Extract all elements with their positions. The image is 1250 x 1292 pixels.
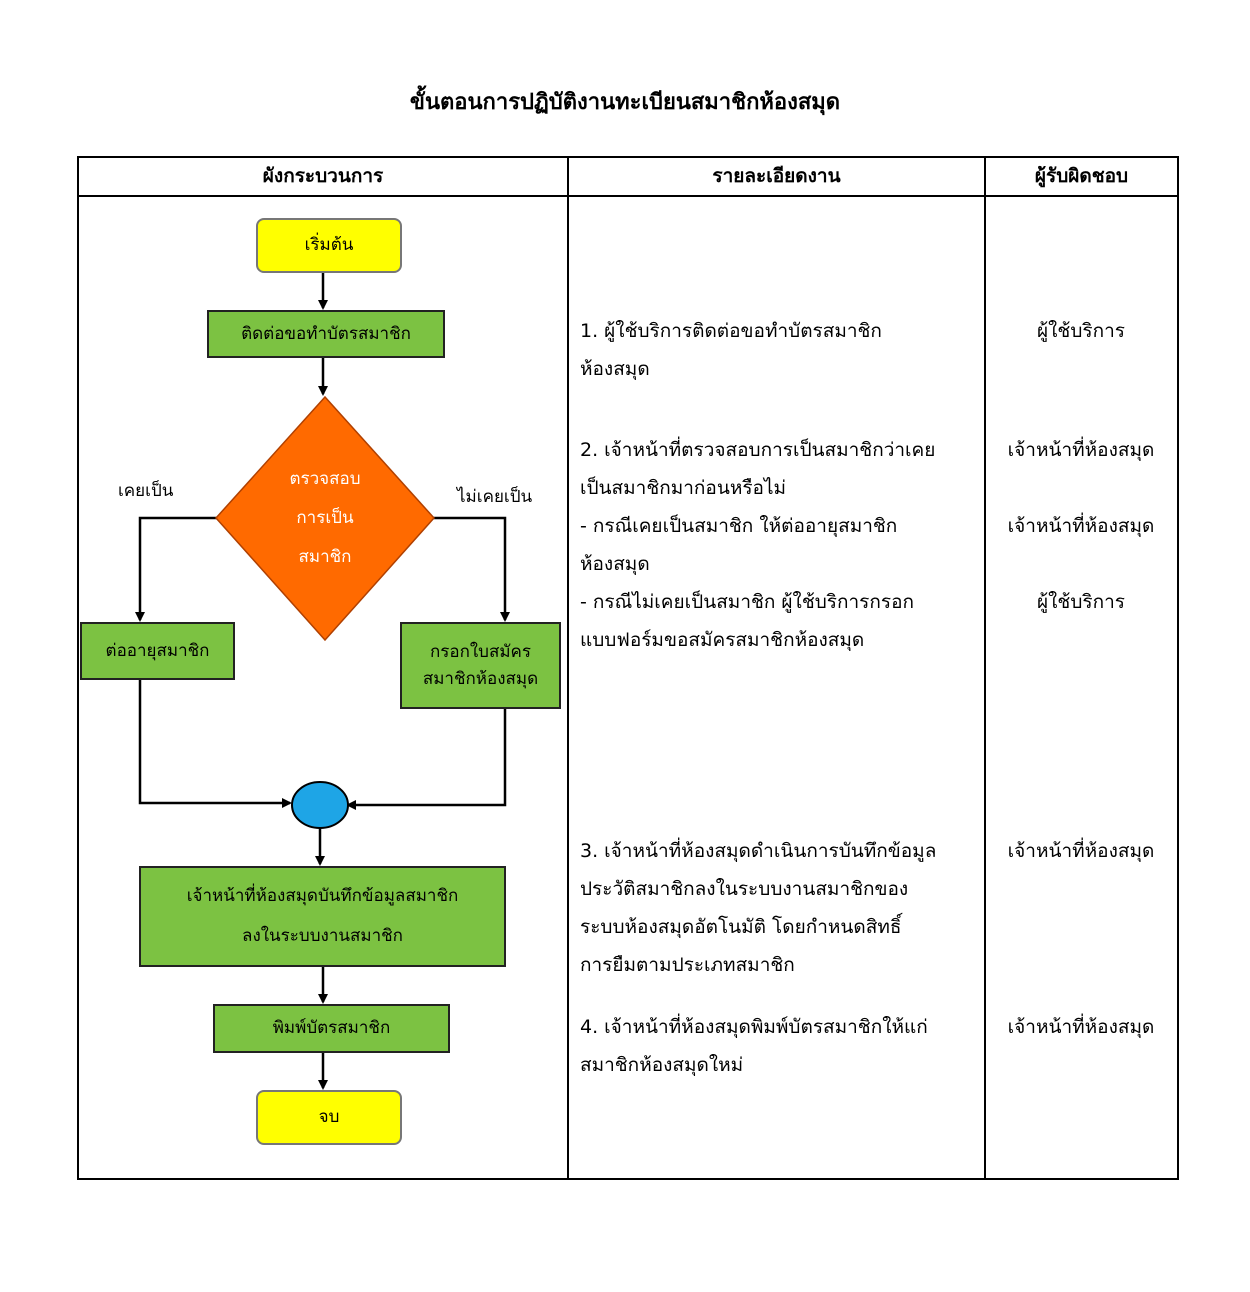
header-divider [77,195,1179,197]
header-flowchart: ผังกระบวนการ [262,165,384,187]
responsible-step-2-apply: ผู้ใช้บริการ [1037,591,1125,613]
branch-label-no: ไม่เคยเป็น [457,487,533,507]
arrow-apply-to-junction [346,708,507,810]
responsible-step-1: ผู้ใช้บริการ [1037,320,1125,342]
decision-label: ตรวจสอบ การเป็น สมาชิก [289,469,361,567]
arrow-decision-to-renew [135,516,218,622]
branch-label-yes: เคยเป็น [118,481,174,501]
responsible-step-2-renew: เจ้าหน้าที่ห้องสมุด [1007,515,1155,537]
column-divider [984,156,986,1180]
detail-step-1: 1. ผู้ใช้บริการติดต่อขอทำบัตรสมาชิก ห้อง… [580,320,882,380]
detail-step-4: 4. เจ้าหน้าที่ห้องสมุดพิมพ์บัตรสมาชิกให้… [580,1016,928,1076]
detail-step-3: 3. เจ้าหน้าที่ห้องสมุดดำเนินการบันทึกข้อ… [580,840,937,976]
start-terminal: เริ่มต้น [256,218,402,273]
decision-diamond [214,395,436,642]
responsible-step-2: เจ้าหน้าที่ห้องสมุด [1007,439,1155,461]
arrow-renew-to-junction [138,680,292,808]
detail-step-2: 2. เจ้าหน้าที่ตรวจสอบการเป็นสมาชิกว่าเคย… [580,439,936,651]
header-details: รายละเอียดงาน [712,165,841,187]
procedure-table [77,156,1179,1180]
step-fill-application: กรอกใบสมัคร สมาชิกห้องสมุด [400,622,561,709]
end-terminal: จบ [256,1090,402,1145]
arrow-decision-to-apply [432,516,510,622]
step-renew-membership: ต่ออายุสมาชิก [80,622,235,680]
responsible-step-4: เจ้าหน้าที่ห้องสมุด [1007,1016,1155,1038]
header-responsible: ผู้รับผิดชอบ [1034,165,1129,187]
page-title: ขั้นตอนการปฏิบัติงานทะเบียนสมาชิกห้องสมุ… [409,90,841,115]
junction-connector [291,781,349,829]
step-record-member-data: เจ้าหน้าที่ห้องสมุดบันทึกข้อมูลสมาชิก ลง… [139,866,506,967]
step-request-card: ติดต่อขอทำบัตรสมาชิก [207,310,445,358]
column-divider [567,156,569,1180]
step-print-card: พิมพ์บัตรสมาชิก [213,1004,450,1053]
responsible-step-3: เจ้าหน้าที่ห้องสมุด [1007,840,1155,862]
